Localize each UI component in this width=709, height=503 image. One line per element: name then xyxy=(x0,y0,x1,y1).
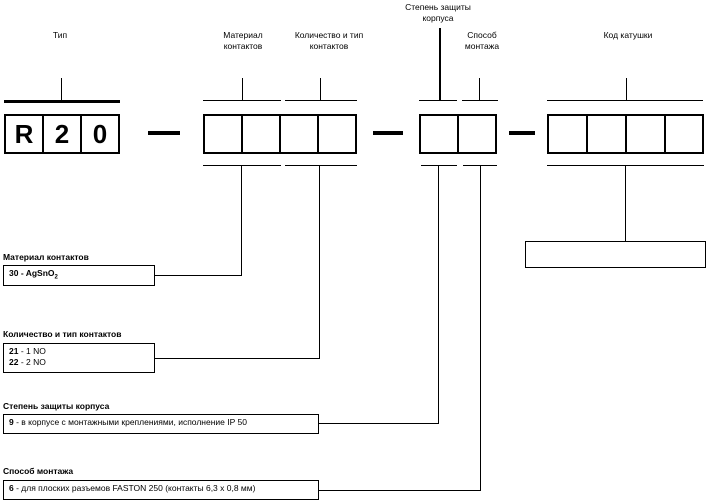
mounting-connector-h xyxy=(318,490,481,491)
protection-tick xyxy=(439,28,441,100)
quantity-option-row-2-text: - 2 NO xyxy=(18,357,46,367)
code-cell-r: R xyxy=(4,114,44,154)
material-tick xyxy=(242,78,243,100)
dash-1 xyxy=(148,131,180,135)
mounting-title: Способ монтажа xyxy=(3,466,74,476)
header-type: Тип xyxy=(52,30,68,40)
coil-option-box xyxy=(525,241,706,268)
header-coil: Код катушки xyxy=(603,30,653,40)
protection-option-box: 9 - в корпусе с монтажными креплениями, … xyxy=(3,414,319,434)
quantity-option-row-2: 22 - 2 NO xyxy=(9,357,149,368)
material-option-subscript: 2 xyxy=(54,274,58,281)
coil-connector-v xyxy=(625,165,626,242)
header-material: Материал контактов xyxy=(223,30,263,51)
quantity-connector-v xyxy=(319,165,320,358)
dash-3 xyxy=(509,131,535,135)
header-quantity: Количество и тип контактов xyxy=(294,30,364,51)
header-mounting: Способ монтажа xyxy=(464,30,500,51)
mounting-option-text: - для плоских разъемов FASTON 250 (конта… xyxy=(13,483,256,493)
mounting-option-box: 6 - для плоских разъемов FASTON 250 (кон… xyxy=(3,480,319,500)
quantity-connector-h xyxy=(154,358,320,359)
dash-2 xyxy=(373,131,403,135)
coil-bracket-top xyxy=(547,100,703,101)
protection-bracket-top xyxy=(419,100,457,101)
material-bracket-top xyxy=(203,100,281,101)
quantity-option-row-1: 21 - 1 NO xyxy=(9,346,149,357)
protection-option-code: 9 xyxy=(9,417,14,427)
coil-tick xyxy=(626,78,627,100)
mounting-cell xyxy=(457,114,497,154)
material-title: Материал контактов xyxy=(3,252,89,262)
quantity-cell-2 xyxy=(317,114,357,154)
protection-connector-h xyxy=(318,423,439,424)
quantity-bracket-top xyxy=(285,100,357,101)
code-cell-0: 0 xyxy=(80,114,120,154)
material-bracket-bottom xyxy=(203,165,281,166)
quantity-bracket-bottom xyxy=(285,165,357,166)
material-cell-2 xyxy=(241,114,281,154)
coil-cell-4 xyxy=(664,114,704,154)
material-connector-v xyxy=(241,165,242,275)
protection-option-text: - в корпусе с монтажными креплениями, ис… xyxy=(13,417,247,427)
quantity-option-row-1-code: 21 xyxy=(9,346,19,356)
material-cell-1 xyxy=(203,114,243,154)
quantity-option-row-1-text: - 1 NO xyxy=(18,346,46,356)
protection-bracket-bottom xyxy=(421,165,457,166)
quantity-tick xyxy=(320,78,321,100)
quantity-cell-1 xyxy=(279,114,319,154)
quantity-title: Количество и тип контактов xyxy=(3,329,122,339)
protection-cell xyxy=(419,114,459,154)
type-tick xyxy=(61,78,62,100)
mounting-option-code: 6 xyxy=(9,483,14,493)
header-protection: Степень защиты корпуса xyxy=(405,2,471,23)
quantity-option-box: 21 - 1 NO 22 - 2 NO xyxy=(3,343,155,373)
material-option-code: 30 - AgSnO xyxy=(9,268,55,278)
code-cell-2: 2 xyxy=(42,114,82,154)
mounting-connector-v xyxy=(480,165,481,490)
type-bracket xyxy=(4,100,120,103)
mounting-bracket-top xyxy=(462,100,498,101)
coil-cell-3 xyxy=(625,114,666,154)
material-connector-h xyxy=(154,275,242,276)
coil-cell-2 xyxy=(586,114,627,154)
quantity-option-row-2-code: 22 xyxy=(9,357,19,367)
coil-cell-1 xyxy=(547,114,588,154)
mounting-tick xyxy=(479,78,480,100)
material-option-box: 30 - AgSnO2 xyxy=(3,265,155,286)
protection-title: Степень защиты корпуса xyxy=(3,401,110,411)
protection-connector-v xyxy=(438,165,439,423)
